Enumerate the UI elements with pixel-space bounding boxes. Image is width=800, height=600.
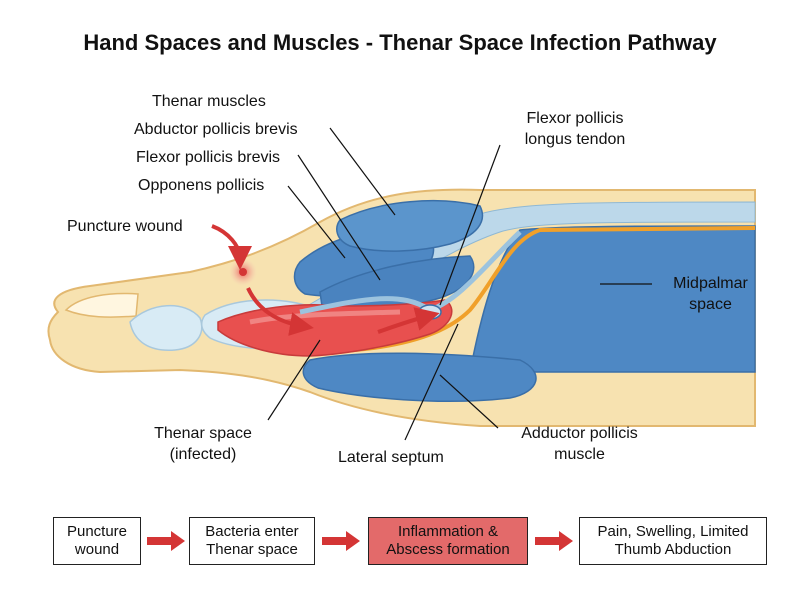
spread-arrow-2 <box>377 307 440 334</box>
flow-step-symptoms: Pain, Swelling, Limited Thumb Abduction <box>579 517 767 565</box>
spread-arrow-1 <box>246 287 314 336</box>
label-lateral-septum: Lateral septum <box>338 449 444 466</box>
flow-arrow-3 <box>535 531 573 551</box>
flow-step-1-line2: wound <box>74 541 120 558</box>
flow-step-3-line2: Abscess formation <box>386 541 510 558</box>
adductor-pollicis-muscle <box>302 352 537 403</box>
label-midpalmar-line1: Midpalmar <box>673 275 748 292</box>
label-fpl-line2: longus tendon <box>524 131 626 148</box>
label-puncture-wound: Puncture wound <box>67 218 183 235</box>
flow-step-4-line2: Thumb Abduction <box>614 541 732 558</box>
flow-arrow-2 <box>322 531 360 551</box>
flow-arrow-1 <box>147 531 185 551</box>
flow-step-bacteria-enter: Bacteria enter Thenar space <box>189 517 315 565</box>
leader-thenar-space <box>267 339 321 421</box>
flow-step-2-line2: Thenar space <box>206 541 298 558</box>
label-adductor-pollicis: Adductor pollicis muscle <box>492 423 667 465</box>
flow-step-3-line1: Inflammation & <box>397 523 499 540</box>
label-abductor-pollicis-brevis: Abductor pollicis brevis <box>134 121 298 138</box>
abductor-pollicis-brevis-muscle <box>336 200 484 252</box>
label-midpalmar-space: Midpalmar space <box>648 273 773 315</box>
wound-entry-arrow <box>211 224 252 270</box>
leader-adductor <box>439 374 499 429</box>
flow-step-inflammation: Inflammation & Abscess formation <box>368 517 528 565</box>
leader-lateral-septum <box>404 323 459 441</box>
label-midpalmar-line2: space <box>689 296 732 313</box>
label-fpl-line1: Flexor pollicis <box>526 110 624 127</box>
leader-abductor <box>329 127 396 216</box>
label-adductor-line1: Adductor pollicis <box>521 425 638 442</box>
label-thenar-space-line2: (infected) <box>169 446 237 463</box>
flow-step-2-line1: Bacteria enter <box>205 523 299 540</box>
label-thenar-muscles: Thenar muscles <box>152 93 266 110</box>
label-thenar-space-line1: Thenar space <box>154 425 252 442</box>
thumbnail <box>64 292 139 318</box>
label-opponens-pollicis: Opponens pollicis <box>138 177 265 194</box>
distal-phalanx <box>129 305 203 351</box>
flow-step-4-line1: Pain, Swelling, Limited <box>597 523 749 540</box>
leader-fpl <box>439 144 501 306</box>
diagram-title: Hand Spaces and Muscles - Thenar Space I… <box>83 30 717 55</box>
label-adductor-line2: muscle <box>554 446 605 463</box>
label-thenar-space: Thenar space (infected) <box>133 423 273 465</box>
leader-flexor-brevis <box>297 154 381 281</box>
leader-lines <box>267 127 652 441</box>
leader-opponens <box>287 185 346 259</box>
flow-step-1-line1: Puncture <box>66 523 128 540</box>
label-flexor-pollicis-brevis: Flexor pollicis brevis <box>136 149 281 166</box>
infection-highlight <box>249 309 401 325</box>
label-flexor-pollicis-longus: Flexor pollicis longus tendon <box>500 108 650 150</box>
flow-step-puncture-wound: Puncture wound <box>53 517 141 565</box>
puncture-wound-dot <box>239 268 247 276</box>
